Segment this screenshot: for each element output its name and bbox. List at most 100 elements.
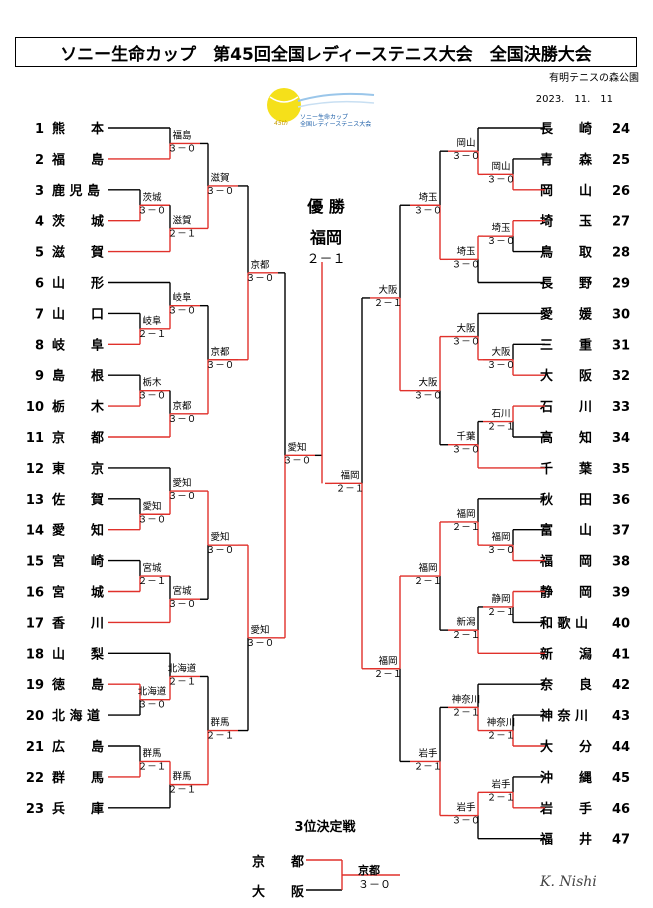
team-seed-number: 16 — [26, 586, 44, 601]
match-winner-label: 大阪 — [456, 323, 476, 335]
match-score: ３－０ — [168, 143, 197, 154]
team-seed-number: 35 — [612, 462, 630, 477]
team-seed-number: 36 — [612, 493, 630, 508]
team-seed-number: 13 — [26, 493, 44, 508]
match-winner-label: 愛知 — [210, 531, 229, 543]
team-name: 島 根 — [52, 368, 105, 384]
team-name: 神 奈 川 — [540, 708, 588, 724]
page-title: ソニー生命カップ 第45回全国レディーステニス大会 全国決勝大会 — [15, 37, 637, 67]
match-winner-label: 岐阜 — [142, 315, 161, 327]
team-seed-number: 21 — [26, 740, 44, 755]
team-name: 大 分 — [540, 739, 592, 755]
team-name: 秋 田 — [540, 492, 592, 508]
team-seed-number: 4 — [35, 215, 44, 230]
team-name: 群 馬 — [52, 770, 104, 786]
team-name: 宮 城 — [52, 585, 104, 601]
team-seed-number: 37 — [612, 524, 630, 539]
match-score: ３－０ — [414, 391, 443, 402]
team-name: 徳 島 — [51, 677, 104, 693]
team-seed-number: 26 — [612, 184, 630, 199]
team-name: 宮 崎 — [52, 554, 104, 570]
match-winner-label: 神奈川 — [452, 693, 481, 705]
match-score: ３－０ — [138, 391, 167, 402]
match-score: ２－１ — [168, 676, 197, 687]
match-winner-label: 岐阜 — [172, 292, 191, 304]
match-score: ２－１ — [414, 761, 443, 772]
match-score: ３－０ — [246, 273, 275, 284]
team-name: 山 梨 — [52, 646, 105, 662]
team-name: 広 島 — [52, 739, 104, 755]
team-seed-number: 7 — [35, 307, 44, 322]
champion-heading: 優 勝 — [307, 197, 345, 216]
team-seed-number: 46 — [612, 802, 630, 817]
match-score: ３－０ — [452, 151, 481, 162]
team-seed-number: 2 — [35, 153, 44, 168]
match-winner-label: 滋賀 — [210, 172, 229, 184]
match-winner-label: 福岡 — [378, 655, 397, 667]
team-seed-number: 1 — [35, 122, 44, 137]
team-seed-number: 32 — [612, 369, 630, 384]
team-name: 福 岡 — [539, 554, 592, 570]
match-score: ２－１ — [487, 422, 516, 433]
match-winner-label: 埼玉 — [491, 222, 511, 234]
team-seed-number: 9 — [35, 369, 44, 384]
team-name: 長 崎 — [540, 121, 592, 137]
team-name: 高 知 — [540, 430, 592, 446]
team-seed-number: 22 — [26, 771, 44, 786]
match-winner-label: 岩手 — [456, 802, 476, 814]
match-score: ２－１ — [487, 792, 516, 803]
match-winner-label: 北海道 — [138, 686, 167, 698]
match-score: ３－０ — [206, 360, 235, 371]
match-score: ３－０ — [138, 514, 167, 525]
team-seed-number: 41 — [612, 647, 630, 662]
team-name: 東 京 — [52, 461, 104, 477]
team-seed-number: 31 — [612, 338, 630, 353]
match-winner-label: 栃木 — [142, 377, 162, 389]
match-winner-label: 宮城 — [172, 585, 192, 597]
team-seed-number: 30 — [612, 307, 630, 322]
team-name: 愛 媛 — [540, 306, 593, 322]
team-name: 沖 縄 — [540, 770, 592, 786]
team-seed-number: 11 — [26, 431, 44, 446]
match-score: ３－０ — [168, 306, 197, 317]
team-name: 静 岡 — [540, 585, 592, 601]
team-name: 長 野 — [540, 277, 592, 292]
match-score: ３－０ — [452, 337, 481, 348]
team-name: 茨 城 — [52, 214, 104, 230]
team-seed-number: 29 — [612, 277, 630, 292]
match-score: ３－０ — [452, 816, 481, 827]
team-name: 新 潟 — [540, 646, 592, 662]
team-seed-number: 24 — [612, 122, 630, 137]
team-name: 奈 良 — [539, 677, 592, 693]
team-seed-number: 23 — [26, 802, 44, 817]
team-seed-number: 39 — [612, 586, 630, 601]
team-name: 石 川 — [539, 400, 592, 415]
team-seed-number: 38 — [612, 555, 630, 570]
match-winner-label: 岩手 — [418, 747, 438, 759]
team-name: 熊 本 — [52, 121, 104, 137]
match-winner-label: 群馬 — [172, 771, 191, 783]
match-score: ３－０ — [283, 455, 312, 466]
team-name: 岡 山 — [540, 183, 592, 199]
team-seed-number: 18 — [26, 647, 44, 662]
match-score: ２－１ — [452, 522, 481, 533]
team-name: 青 森 — [540, 152, 593, 168]
match-winner-label: 静岡 — [491, 593, 510, 605]
team-name: 埼 玉 — [540, 214, 592, 230]
match-winner-label: 福岡 — [456, 508, 475, 520]
match-winner-label: 滋賀 — [172, 214, 191, 226]
third-place-score: ３－０ — [358, 878, 391, 891]
match-score: ２－１ — [138, 761, 167, 772]
team-name: 佐 賀 — [51, 492, 104, 508]
team-name: 鳥 取 — [540, 245, 593, 261]
team-name: 兵 庫 — [52, 801, 104, 817]
match-score: ２－１ — [452, 707, 481, 718]
team-name: 福 島 — [51, 152, 104, 168]
team-seed-number: 42 — [612, 678, 630, 693]
date-text: 2023. 11. 11 — [535, 94, 613, 105]
match-winner-label: 大阪 — [418, 377, 438, 389]
third-place-team-a: 京 都 — [252, 855, 305, 870]
match-winner-label: 群馬 — [210, 717, 229, 729]
team-name: 三 重 — [540, 337, 592, 353]
match-score: ３－０ — [168, 414, 197, 425]
